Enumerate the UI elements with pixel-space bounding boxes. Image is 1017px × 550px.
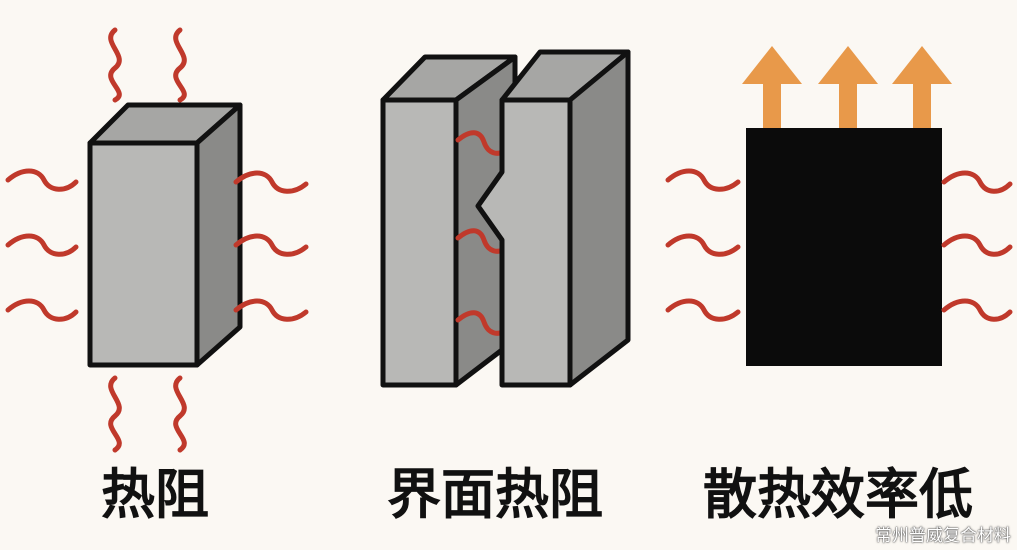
right-block-front-face [475, 97, 573, 388]
heat-wave-icon [173, 27, 187, 103]
heat-wave-icon [233, 298, 309, 322]
label-interface-thermal-resistance: 界面热阻 [387, 463, 603, 526]
heat-wave-icon [455, 130, 509, 156]
heat-wave-icon [5, 298, 79, 322]
heat-wave-icon [5, 233, 79, 257]
heat-wave-icon [665, 298, 741, 322]
heat-waves [5, 27, 309, 453]
heat-wave-icon [455, 310, 509, 336]
heat-arrow-icon [742, 46, 802, 132]
watermark: 常州普威复合材料 [875, 526, 1011, 546]
heat-wave-icon [5, 168, 79, 192]
heat-wave-icon [941, 233, 1013, 257]
right-block-3d [475, 49, 631, 388]
heat-waves-dissipation [665, 168, 1013, 322]
heat-wave-icon [455, 228, 509, 254]
heat-wave-icon [941, 298, 1013, 322]
heat-arrows [742, 46, 952, 132]
heat-wave-icon [173, 375, 187, 453]
interface-resistance-panel [380, 49, 631, 388]
heat-wave-icon [665, 233, 741, 257]
block-front-face [87, 140, 200, 368]
interface-heat-waves [455, 130, 509, 336]
heat-wave-icon [108, 27, 122, 103]
label-thermal-resistance: 热阻 [101, 463, 209, 526]
heat-wave-icon [941, 170, 1013, 194]
heat-wave-icon [233, 170, 309, 194]
heat-wave-icon [108, 375, 122, 453]
left-block-front-face [380, 97, 459, 388]
black-block [746, 128, 942, 366]
right-block-side-face [567, 49, 631, 388]
heat-arrow-icon [892, 46, 952, 132]
heat-wave-icon [665, 168, 741, 192]
block-3d [87, 102, 243, 368]
low-efficiency-panel [665, 46, 1013, 366]
heat-wave-icon [233, 233, 309, 257]
label-low-dissipation-efficiency: 散热效率低 [703, 463, 973, 526]
thermal-resistance-panel [5, 27, 309, 453]
block-side-face [194, 102, 243, 368]
heat-arrow-icon [818, 46, 878, 132]
